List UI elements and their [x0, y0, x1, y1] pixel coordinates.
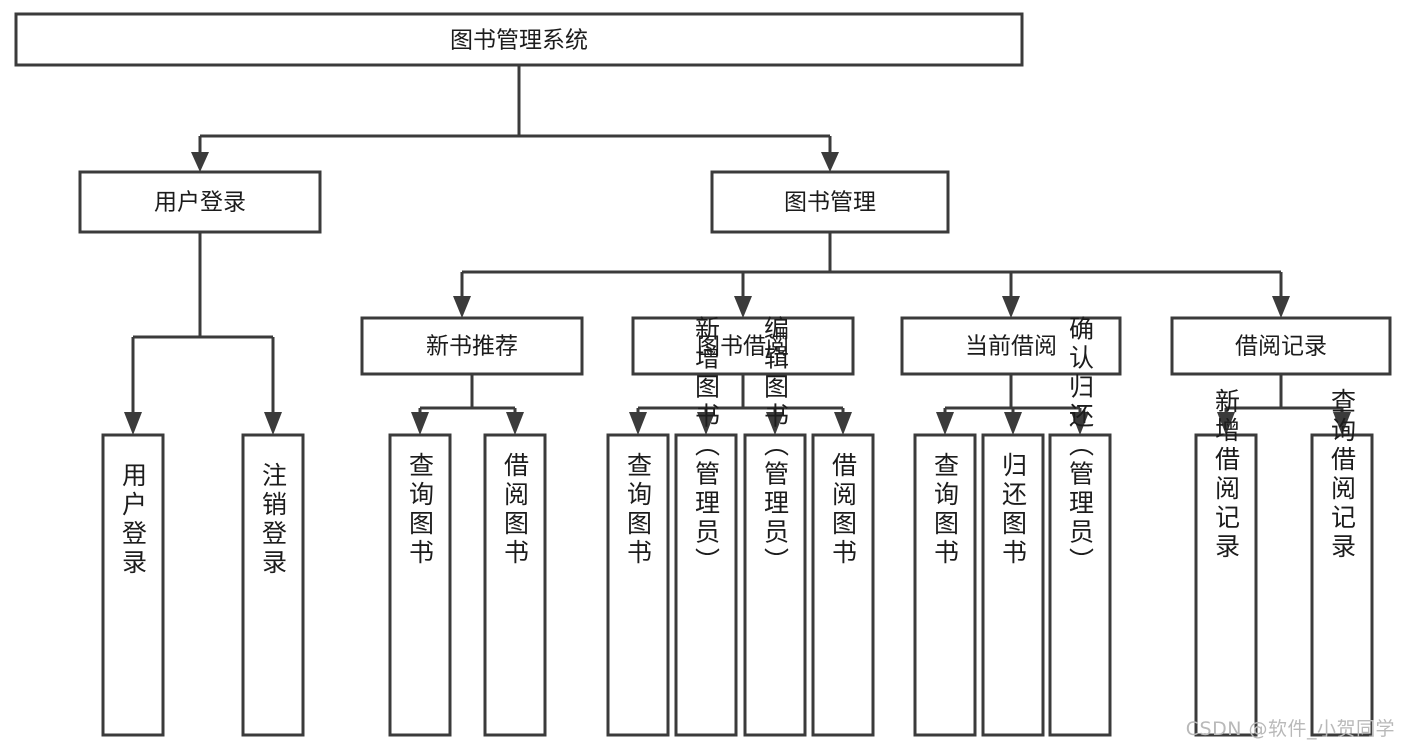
- node-book-management[interactable]: 图书管理: [710, 170, 950, 234]
- leaf-borrow-record-query[interactable]: 查询借阅记录: [1310, 388, 1374, 737]
- leaf-user-login-logout-box[interactable]: [241, 433, 305, 737]
- leaf-current-borrow-confirm[interactable]: 确认归还（管理员）: [1048, 316, 1112, 737]
- leaf-current-borrow-confirm-label: 确认归还（管理员）: [1066, 316, 1095, 577]
- arrowhead-cb-leaf-3: [1071, 412, 1089, 435]
- node-user-login-label: 用户登录: [154, 190, 246, 216]
- leaf-borrow-record-add-box[interactable]: [1194, 433, 1258, 737]
- leaf-new-book-borrow[interactable]: 借阅图书: [483, 433, 547, 737]
- node-borrow-record-label: 借阅记录: [1235, 334, 1327, 360]
- arrowhead-br-leaf-2: [1333, 412, 1351, 435]
- node-new-book-recommend-label: 新书推荐: [426, 334, 518, 360]
- arrowhead-bb-leaf-2: [697, 412, 715, 435]
- arrowhead-current-borrow: [1002, 296, 1020, 318]
- leaf-new-book-borrow-label: 借阅图书: [501, 452, 530, 568]
- arrowhead-nb-leaf-2: [506, 412, 524, 435]
- leaf-new-book-query-box[interactable]: [388, 433, 452, 737]
- node-user-login[interactable]: 用户登录: [78, 170, 322, 234]
- leaf-book-borrow-edit-label: 编辑图书（管理员）: [761, 316, 790, 577]
- leaf-current-borrow-return-label: 归还图书: [999, 452, 1028, 568]
- node-root[interactable]: 图书管理系统: [14, 12, 1024, 67]
- arrowhead-bb-leaf-4: [834, 412, 852, 435]
- leaf-current-borrow-confirm-box[interactable]: [1048, 433, 1112, 737]
- arrowhead-leaf-user-login: [124, 412, 142, 435]
- leaf-current-borrow-return-box[interactable]: [981, 433, 1045, 737]
- arrowhead-cb-leaf-2: [1004, 412, 1022, 435]
- leaf-user-login-logout[interactable]: 注销登录: [241, 433, 305, 737]
- leaf-user-login-login-label: 用户登录: [119, 462, 148, 578]
- node-user-login-box[interactable]: [78, 170, 322, 234]
- leaf-book-borrow-add[interactable]: 新增图书（管理员）: [674, 316, 738, 737]
- node-root-label: 图书管理系统: [450, 28, 588, 54]
- leaf-borrow-record-query-label: 查询借阅记录: [1328, 388, 1357, 562]
- node-book-borrow-box[interactable]: [631, 316, 855, 376]
- leaf-book-borrow-borrow-label: 借阅图书: [829, 452, 858, 568]
- arrowhead-book-borrow: [734, 296, 752, 318]
- node-book-borrow-label: 图书借阅: [697, 334, 789, 360]
- leaf-user-login-logout-label: 注销登录: [259, 462, 288, 578]
- leaf-book-borrow-query-box[interactable]: [606, 433, 670, 737]
- arrowhead-user-login: [191, 152, 209, 172]
- leaf-book-borrow-query-label: 查询图书: [624, 452, 653, 568]
- arrowhead-cb-leaf-1: [936, 412, 954, 435]
- leaf-book-borrow-add-label: 新增图书（管理员）: [692, 316, 721, 577]
- node-current-borrow[interactable]: 当前借阅: [900, 316, 1122, 376]
- leaf-borrow-record-query-box[interactable]: [1310, 433, 1374, 737]
- node-current-borrow-box[interactable]: [900, 316, 1122, 376]
- arrowhead-br-leaf-1: [1217, 412, 1235, 435]
- leaf-book-borrow-borrow[interactable]: 借阅图书: [811, 433, 875, 737]
- node-borrow-record-box[interactable]: [1170, 316, 1392, 376]
- node-root-box[interactable]: [14, 12, 1024, 67]
- leaf-current-borrow-query[interactable]: 查询图书: [913, 433, 977, 737]
- leaf-new-book-query-label: 查询图书: [406, 452, 435, 568]
- leaf-borrow-record-add-label: 新增借阅记录: [1212, 388, 1241, 562]
- connector-layer: [124, 65, 1351, 435]
- leaf-new-book-query[interactable]: 查询图书: [388, 433, 452, 737]
- arrowhead-new-book: [453, 296, 471, 318]
- node-book-borrow[interactable]: 图书借阅: [631, 316, 855, 376]
- leaf-user-login-login-box[interactable]: [101, 433, 165, 737]
- leaf-book-borrow-edit-box[interactable]: [743, 433, 807, 737]
- leaf-new-book-borrow-box[interactable]: [483, 433, 547, 737]
- arrowhead-borrow-record: [1272, 296, 1290, 318]
- leaf-borrow-record-add[interactable]: 新增借阅记录: [1194, 388, 1258, 737]
- leaf-book-borrow-borrow-box[interactable]: [811, 433, 875, 737]
- arrowhead-bb-leaf-1: [629, 412, 647, 435]
- leaf-book-borrow-edit[interactable]: 编辑图书（管理员）: [743, 316, 807, 737]
- leaf-current-borrow-query-label: 查询图书: [931, 452, 960, 568]
- leaf-book-borrow-query[interactable]: 查询图书: [606, 433, 670, 737]
- leaf-current-borrow-query-box[interactable]: [913, 433, 977, 737]
- node-borrow-record[interactable]: 借阅记录: [1170, 316, 1392, 376]
- leaf-book-borrow-add-box[interactable]: [674, 433, 738, 737]
- arrowhead-bb-leaf-3: [766, 412, 784, 435]
- arrowhead-book-manage: [821, 152, 839, 172]
- node-book-management-label: 图书管理: [784, 190, 876, 216]
- leaf-current-borrow-return[interactable]: 归还图书: [981, 433, 1045, 737]
- leaf-user-login-login[interactable]: 用户登录: [101, 433, 165, 737]
- arrowhead-leaf-logout: [264, 412, 282, 435]
- node-current-borrow-label: 当前借阅: [965, 334, 1057, 360]
- node-new-book-recommend[interactable]: 新书推荐: [360, 316, 584, 376]
- arrowhead-nb-leaf-1: [411, 412, 429, 435]
- node-book-management-box[interactable]: [710, 170, 950, 234]
- node-new-book-recommend-box[interactable]: [360, 316, 584, 376]
